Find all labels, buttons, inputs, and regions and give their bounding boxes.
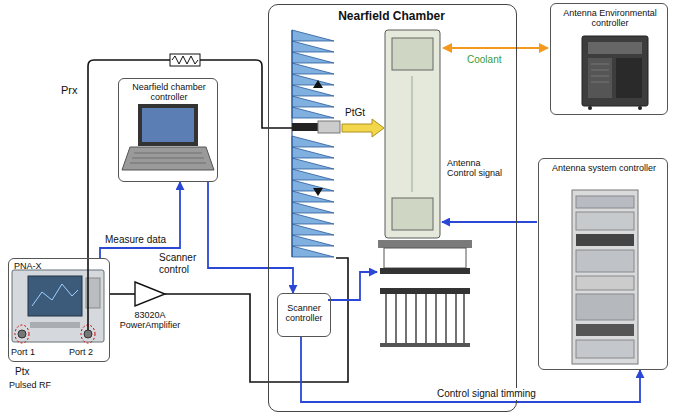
cooling-cabinet xyxy=(582,36,648,110)
positioner-line xyxy=(328,272,377,300)
pna-x-instrument xyxy=(30,322,80,328)
coolant-line xyxy=(443,47,548,49)
probe-array xyxy=(292,30,340,257)
connector xyxy=(208,182,293,293)
cooling-cabinet xyxy=(591,64,609,82)
controller-box: Antenna Environmental controller xyxy=(550,3,668,115)
controller-box: Antenna system controller xyxy=(538,158,668,370)
edge-label: Measure data xyxy=(104,234,167,246)
receive-cable xyxy=(88,60,292,330)
chamber-title: Nearfield Chamber xyxy=(269,10,514,24)
pna-x-instrument xyxy=(84,330,92,338)
equipment-rack xyxy=(576,324,634,336)
equipment-rack xyxy=(576,196,634,208)
attenuator-symbol xyxy=(172,56,198,64)
positioner-stand xyxy=(386,294,464,343)
pna-x-instrument xyxy=(12,270,104,342)
antenna-panel xyxy=(412,76,413,192)
positioner-stand xyxy=(378,240,472,248)
signal-name: Prx xyxy=(60,84,79,97)
controller-box: Nearfield chamber controller xyxy=(118,78,218,182)
laptop-icon xyxy=(138,104,198,146)
probe-array xyxy=(292,30,334,257)
pna-x-instrument xyxy=(28,276,82,316)
edge-label: Control signal timming xyxy=(436,388,537,400)
probe-array xyxy=(318,121,340,133)
antenna-panel xyxy=(392,198,433,230)
controller-box: Scanner controller xyxy=(277,293,331,337)
beam-arrow xyxy=(342,119,384,137)
pna-x-instrument xyxy=(12,270,104,343)
attenuator-symbol xyxy=(170,54,200,66)
positioner-stand xyxy=(380,268,470,274)
positioner-stand xyxy=(384,248,466,268)
probe-array xyxy=(313,188,323,196)
positioner-stand xyxy=(380,343,470,347)
signal-note: Pulsed RF xyxy=(8,380,52,390)
equipment-rack xyxy=(576,212,634,230)
cooling-cabinet xyxy=(588,106,592,110)
pna-x-instrument xyxy=(18,330,26,338)
amplifier-symbol xyxy=(135,282,165,306)
antenna-panel xyxy=(392,38,433,70)
box-label: Antenna system controller xyxy=(543,163,665,173)
port-label: Port 2 xyxy=(69,347,107,357)
cooling-cabinet xyxy=(616,58,642,98)
equipment-rack xyxy=(576,234,634,246)
instrument-label: PNA-X xyxy=(14,261,74,271)
connector xyxy=(110,293,135,295)
equipment-rack xyxy=(576,340,634,358)
equipment-rack xyxy=(576,294,634,320)
laptop-icon xyxy=(122,147,214,170)
signal-name: PtGt xyxy=(344,107,366,119)
signal-note: Antenna Control signal xyxy=(446,158,504,179)
equipment-rack xyxy=(572,190,638,364)
antenna-panel xyxy=(385,30,440,238)
cooling-cabinet xyxy=(582,36,648,106)
amplifier-label: 83020A PowerAmplifier xyxy=(112,310,188,331)
connector xyxy=(100,182,180,258)
positioner-stand xyxy=(380,288,470,294)
box-label: Nearfield chamber controller xyxy=(123,82,215,103)
edge-label: Scanner control xyxy=(158,252,204,275)
box-label: Antenna Environmental controller xyxy=(555,8,665,29)
probe-array xyxy=(313,80,323,88)
probe-array xyxy=(292,123,318,131)
instrument-box: PNA-X Port 1 Port 2 xyxy=(8,258,110,362)
signal-name: Ptx xyxy=(14,366,30,378)
equipment-rack xyxy=(576,276,634,290)
coolant-label: Coolant xyxy=(466,54,502,66)
laptop-icon xyxy=(122,104,214,170)
transmit-cable xyxy=(165,258,348,382)
equipment-rack xyxy=(572,190,638,364)
laptop-icon xyxy=(130,153,206,163)
pna-x-instrument xyxy=(15,325,29,343)
cooling-cabinet xyxy=(638,106,642,110)
cooling-cabinet xyxy=(588,42,642,54)
positioner-stand xyxy=(378,240,472,347)
probe-array xyxy=(291,30,292,257)
control-line xyxy=(442,221,537,223)
amplifier-node: 83020A PowerAmplifier xyxy=(112,278,191,338)
pna-x-instrument xyxy=(32,284,78,306)
box-label: Scanner controller xyxy=(280,303,328,324)
antenna-panel xyxy=(385,30,440,238)
attenuator-symbol xyxy=(170,54,200,66)
laptop-icon xyxy=(142,108,194,142)
cooling-cabinet xyxy=(588,58,612,98)
port-label: Port 1 xyxy=(11,347,51,357)
equipment-rack xyxy=(576,250,634,272)
